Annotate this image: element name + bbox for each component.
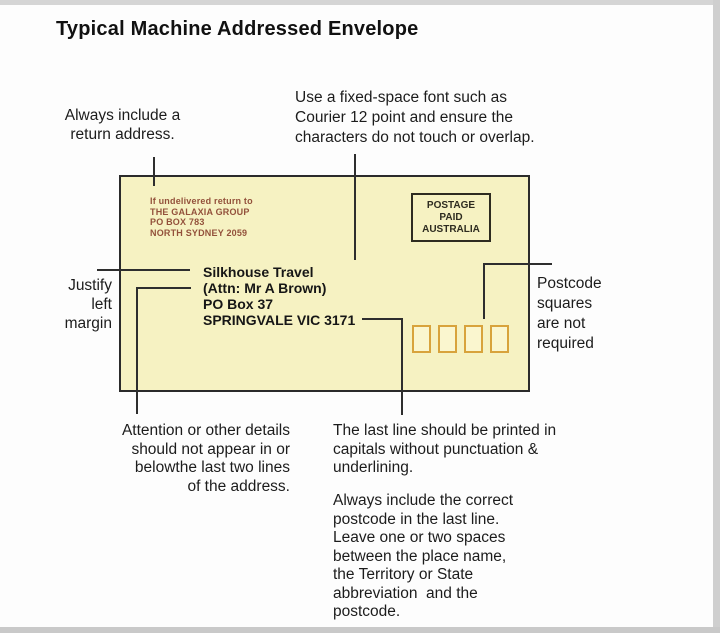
connector-last-line-horizontal bbox=[362, 318, 403, 320]
note-return-address: Always include a return address. bbox=[64, 107, 181, 143]
connector-fixed-space-font bbox=[354, 154, 356, 260]
note-last-line-capitals: The last line should be printed in capit… bbox=[333, 422, 557, 476]
note-postcode-squares: Postcode squares are not required bbox=[537, 275, 602, 352]
connector-postcode-squares-horizontal bbox=[483, 263, 552, 265]
page-title: Typical Machine Addressed Envelope bbox=[56, 18, 419, 40]
envelope: If undelivered return to THE GALAXIA GRO… bbox=[119, 175, 530, 392]
postcode-square bbox=[490, 325, 509, 353]
connector-return-address bbox=[153, 157, 155, 186]
image-edge-right bbox=[713, 0, 720, 633]
envelope-return-address: If undelivered return to THE GALAXIA GRO… bbox=[150, 196, 253, 238]
postcode-square bbox=[438, 325, 457, 353]
envelope-recipient-address: Silkhouse Travel (Attn: Mr A Brown) PO B… bbox=[203, 264, 356, 328]
postcode-square bbox=[412, 325, 431, 353]
connector-justify-left-margin bbox=[97, 269, 190, 271]
postage-paid-text: POSTAGE PAID AUSTRALIA bbox=[422, 199, 480, 235]
postcode-squares-group bbox=[412, 325, 509, 353]
connector-last-line-vertical bbox=[401, 318, 403, 415]
image-edge-bottom bbox=[0, 627, 720, 633]
connector-postcode-squares-vertical bbox=[483, 263, 485, 319]
note-justify-left-margin: Justify left margin bbox=[64, 277, 112, 332]
connector-attention-horizontal bbox=[136, 287, 191, 289]
note-fixed-space-font: Use a fixed-space font such as Courier 1… bbox=[295, 89, 535, 146]
postage-paid-mark: POSTAGE PAID AUSTRALIA bbox=[411, 193, 491, 242]
postcode-square bbox=[464, 325, 483, 353]
connector-attention-vertical bbox=[136, 287, 138, 414]
note-attention-details: Attention or other details should not ap… bbox=[121, 422, 290, 495]
image-edge-top bbox=[0, 0, 720, 5]
note-correct-postcode: Always include the correct postcode in t… bbox=[333, 492, 514, 620]
